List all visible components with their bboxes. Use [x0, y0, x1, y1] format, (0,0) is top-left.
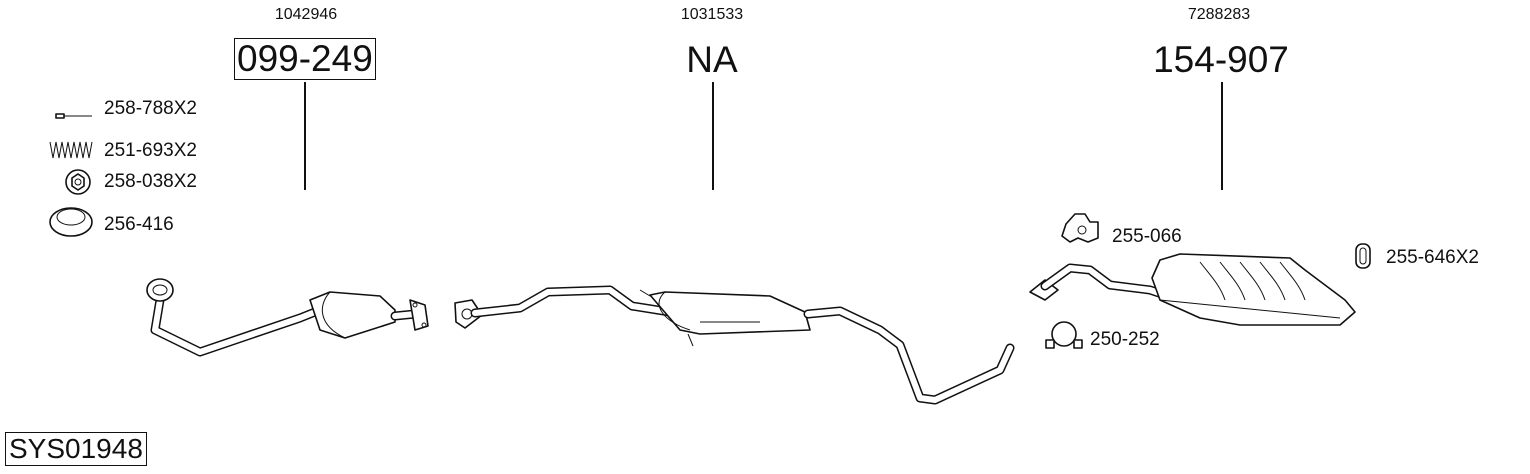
- accessory-label-rubber-ring[interactable]: 255-646X2: [1386, 247, 1479, 268]
- gasket-ring-icon: [49, 207, 93, 237]
- rubber-ring-icon: [1355, 243, 1371, 269]
- accessory-label-clamp[interactable]: 250-252: [1090, 329, 1160, 350]
- leader-line-3: [1221, 82, 1223, 190]
- rear-muffler: [1029, 253, 1356, 326]
- front-pipe-catalyst: [146, 278, 429, 357]
- part-number-3[interactable]: 154-907: [1153, 39, 1289, 80]
- accessory-label-nut[interactable]: 258-038X2: [104, 171, 197, 192]
- oe-number-1: 1042946: [274, 6, 338, 23]
- nut-icon: [65, 169, 91, 195]
- middle-pipe-resonator: [454, 285, 1015, 405]
- oe-number-2: 1031533: [680, 6, 744, 23]
- leader-line-2: [712, 82, 714, 190]
- part-number-2[interactable]: NA: [686, 39, 738, 80]
- accessory-label-gasket[interactable]: 256-416: [104, 214, 174, 235]
- bolt-icon: [55, 113, 92, 119]
- clamp-icon: [1045, 321, 1083, 349]
- rubber-hanger-icon: [1061, 213, 1099, 243]
- accessory-label-spring[interactable]: 251-693X2: [104, 140, 197, 161]
- part-number-1[interactable]: 099-249: [234, 38, 376, 80]
- oe-number-3: 7288283: [1187, 6, 1251, 23]
- spring-icon: [49, 141, 93, 159]
- leader-line-1: [304, 82, 306, 190]
- accessory-label-hanger[interactable]: 255-066: [1112, 226, 1182, 247]
- system-code: SYS01948: [5, 432, 147, 466]
- accessory-label-bolt[interactable]: 258-788X2: [104, 98, 197, 119]
